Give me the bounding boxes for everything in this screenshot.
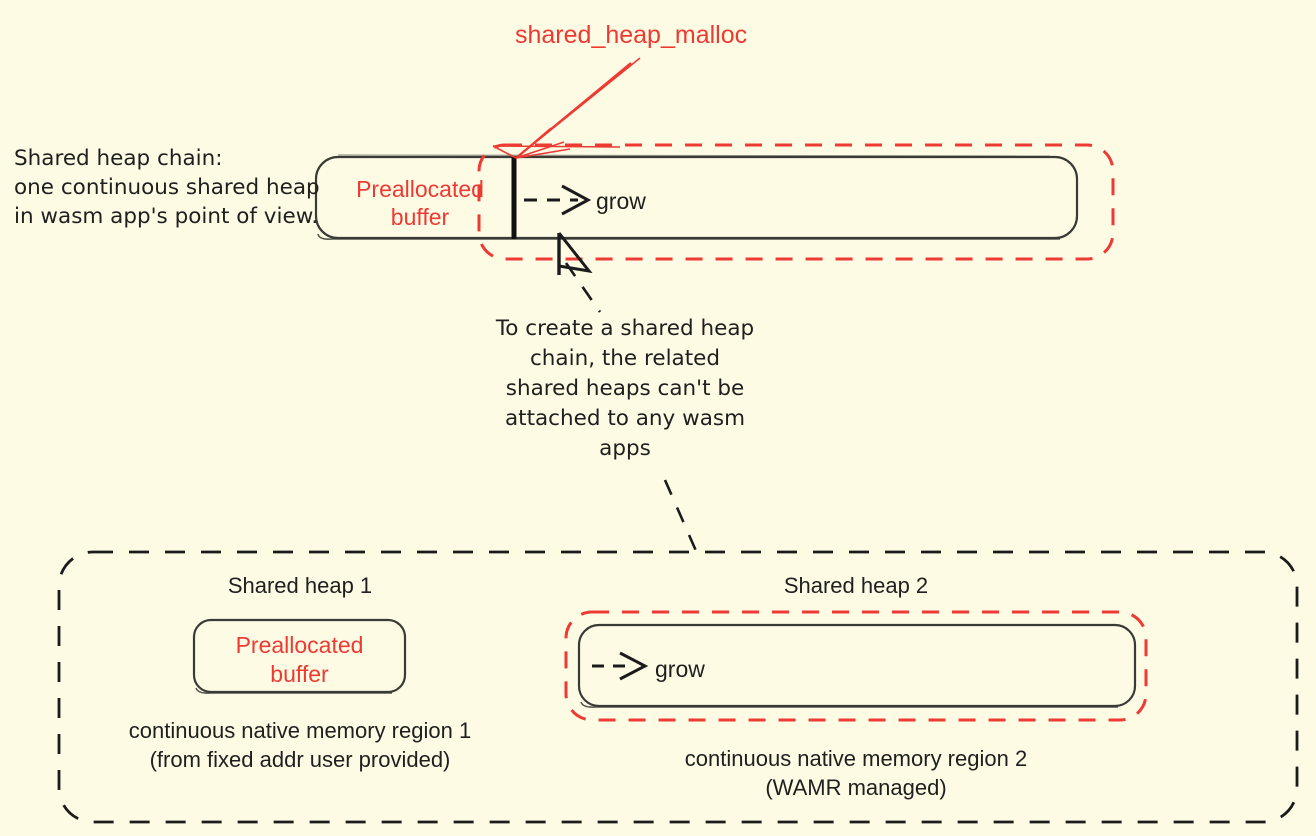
heap1-caption-line1: continuous native memory region 1 xyxy=(128,718,472,743)
top-grow-label: grow xyxy=(596,188,646,214)
annotation-leader-line xyxy=(663,479,702,561)
heap2-grow-label: grow xyxy=(655,656,705,682)
wasm-view-heap-rect xyxy=(314,154,1079,240)
shared-heap-chain-caption-line1: Shared heap chain: xyxy=(14,146,223,171)
heap2-caption-line2: (WAMR managed) xyxy=(765,775,947,800)
top-preallocated-buffer-label-line2: buffer xyxy=(390,204,450,230)
heap1-preallocated-box xyxy=(192,618,407,694)
top-preallocated-buffer-label-line1: Preallocated xyxy=(356,176,484,202)
native-memory-container xyxy=(57,550,1299,824)
heap2-title: Shared heap 2 xyxy=(783,573,929,598)
shared-heap-chain-caption-line2: one continuous shared heap xyxy=(14,175,320,200)
annotation-pointer-arrow xyxy=(557,232,602,313)
annotation-line4: attached to any wasm xyxy=(504,406,746,431)
heap1-title: Shared heap 1 xyxy=(227,573,373,598)
annotation-line3: shared heaps can't be xyxy=(505,376,745,401)
heap2-rect xyxy=(577,623,1137,708)
annotation-line2: chain, the related xyxy=(529,346,721,371)
heap2-red-dashed-region xyxy=(564,610,1148,722)
shared-heap-malloc-arrow xyxy=(492,57,641,159)
heap2-caption-line1: continuous native memory region 2 xyxy=(684,746,1028,771)
heap1-preallocated-label-line2: buffer xyxy=(270,661,329,687)
grow-arrow-heap2 xyxy=(592,651,649,681)
heap1-preallocated-label-line1: Preallocated xyxy=(235,632,364,658)
grow-arrow-top xyxy=(524,184,592,216)
shared-heap-malloc-label: shared_heap_malloc xyxy=(515,21,748,49)
red-dashed-grow-region xyxy=(477,143,1115,261)
shared-heap-chain-caption-line3: in wasm app's point of view. xyxy=(14,204,319,229)
annotation-line5: apps xyxy=(599,436,651,461)
annotation-line1: To create a shared heap xyxy=(495,316,755,341)
heap1-caption-line2: (from fixed addr user provided) xyxy=(149,747,451,772)
